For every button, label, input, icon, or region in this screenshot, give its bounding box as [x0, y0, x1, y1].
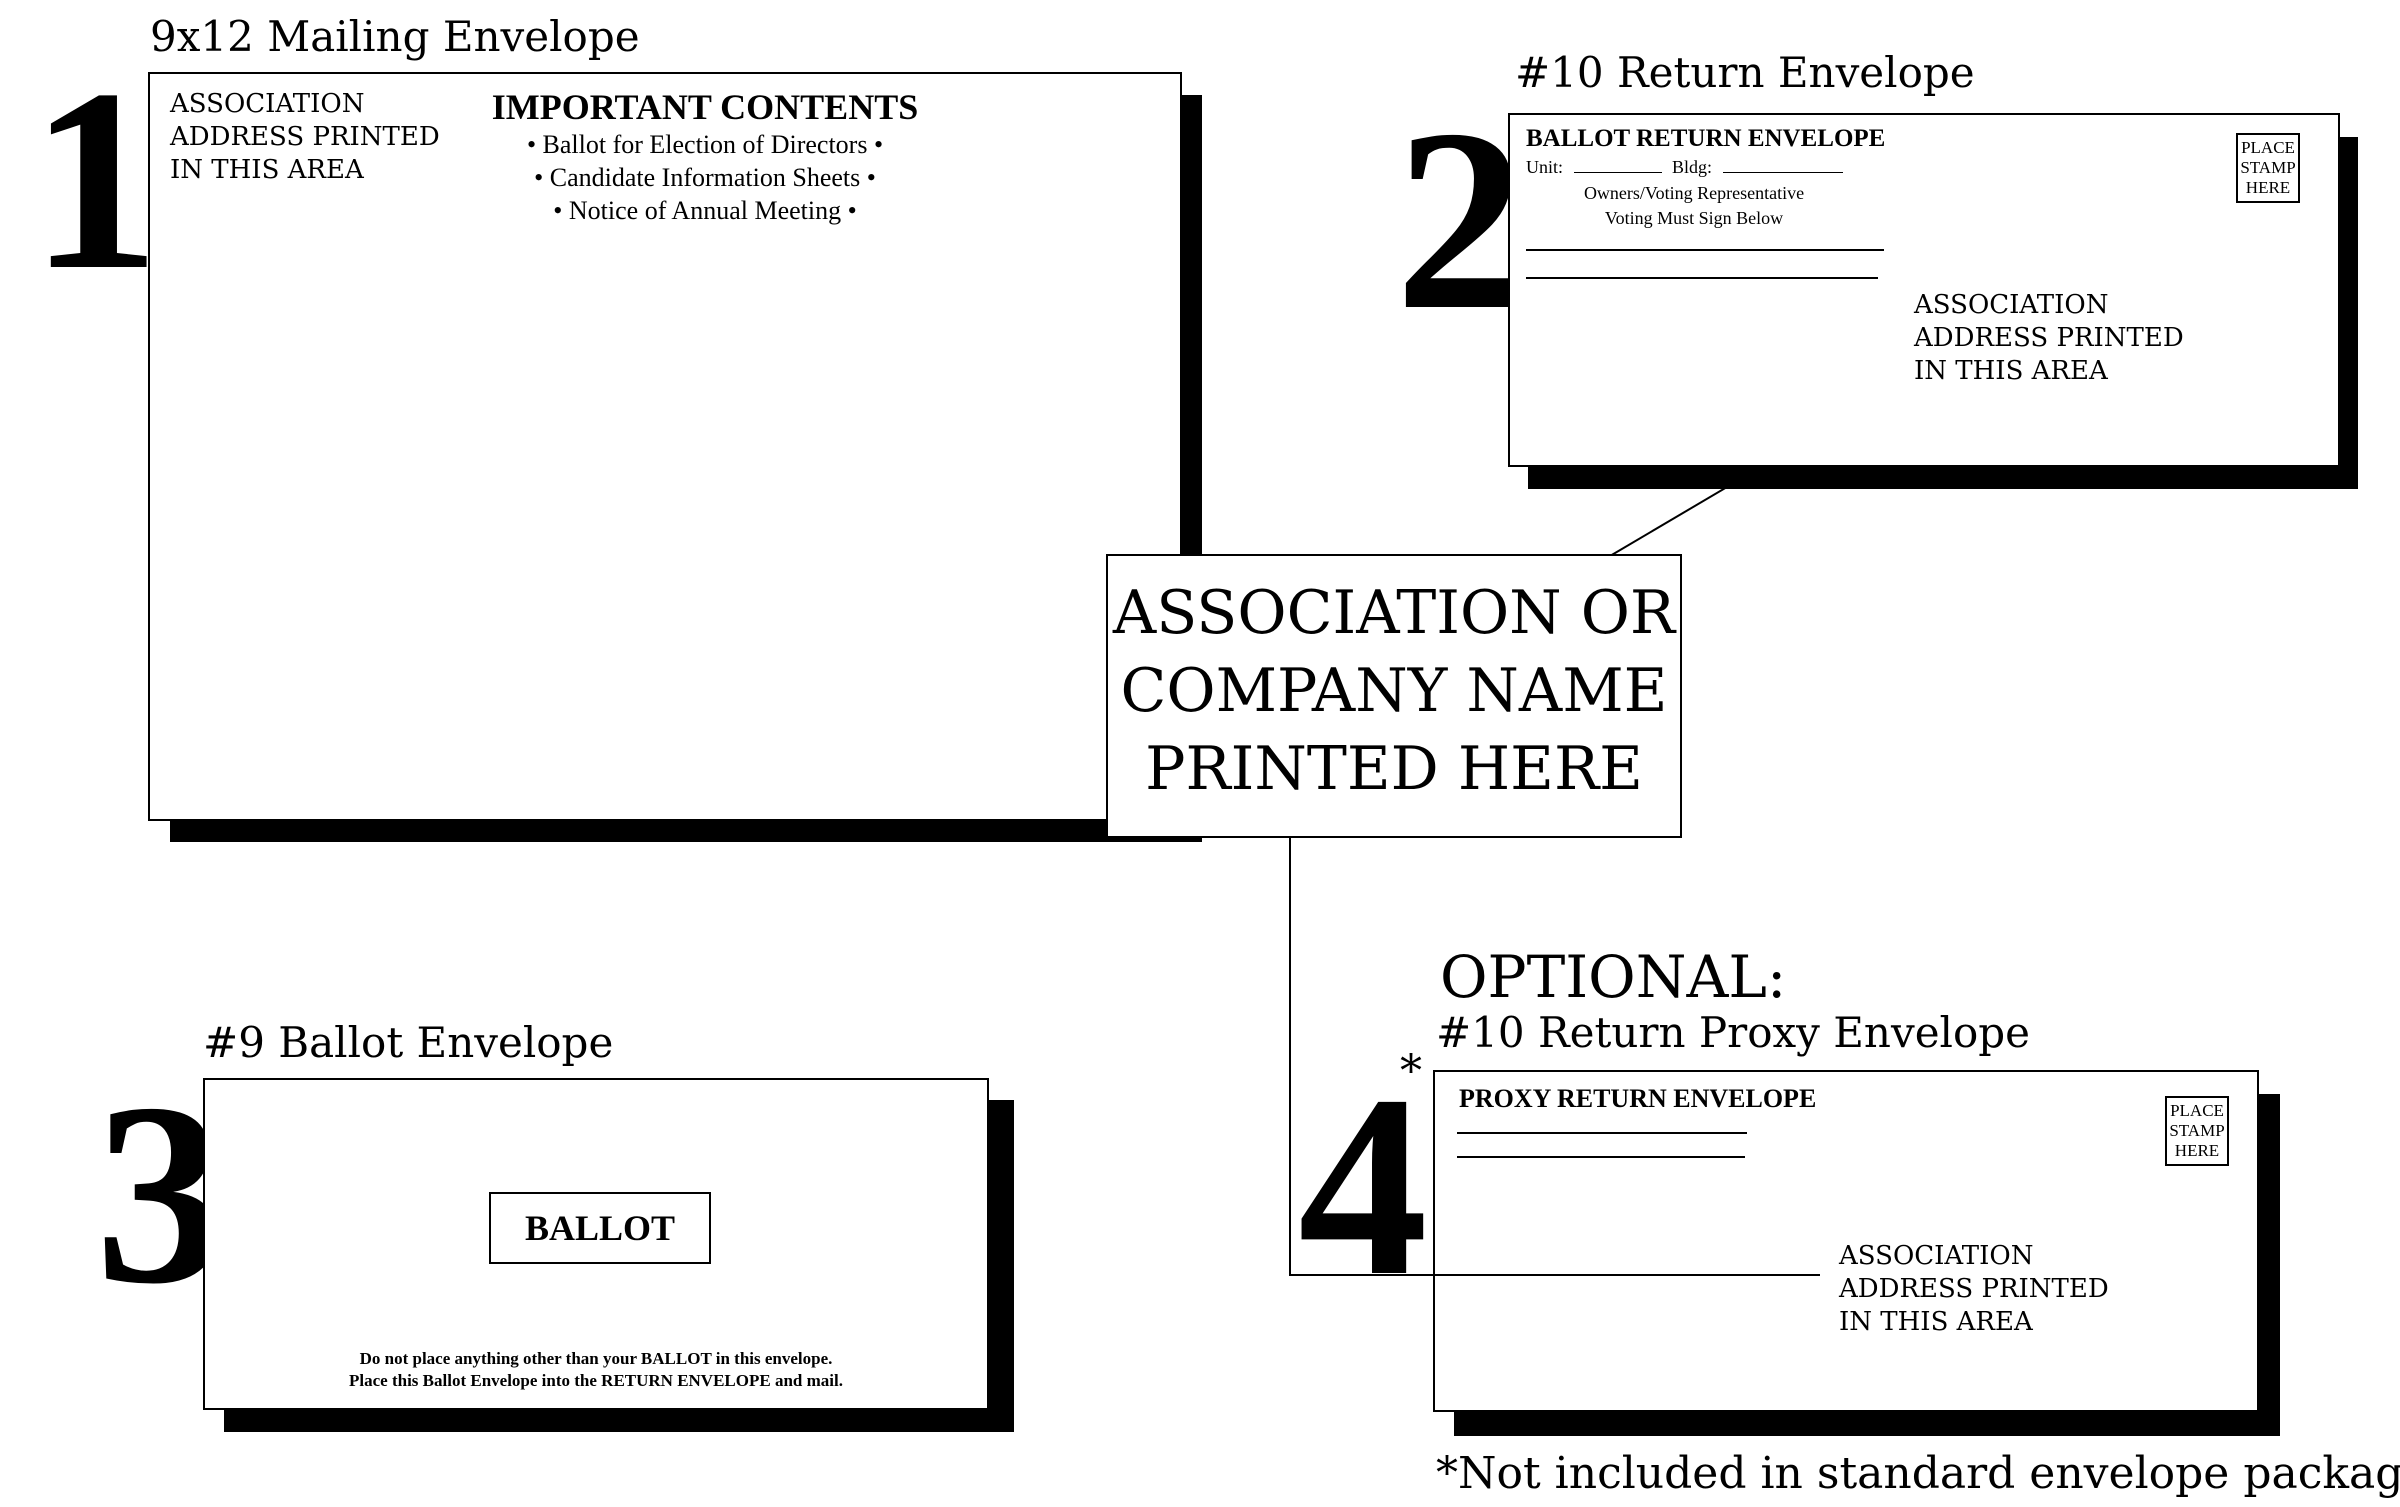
contents-item: • Ballot for Election of Directors • [526, 130, 884, 159]
env3-envelope: BALLOT Do not place anything other than … [203, 1078, 989, 1410]
env4-number: 4 [1298, 1042, 1428, 1330]
signature-line [1526, 277, 1878, 279]
optional-label: OPTIONAL: [1440, 943, 1787, 1011]
env2-heading: BALLOT RETURN ENVELOPE [1526, 125, 1886, 152]
env4-asterisk: * [1400, 1046, 1422, 1097]
env4-heading: PROXY RETURN ENVELOPE [1459, 1084, 1817, 1113]
footnote: *Not included in standard envelope packa… [1436, 1448, 2400, 1499]
env1-title: 9x12 Mailing Envelope [150, 12, 640, 61]
env3-title: #9 Ballot Envelope [203, 1018, 614, 1067]
env1-number: 1 [30, 36, 160, 324]
address-line: IN THIS AREA [1914, 356, 2108, 386]
stamp-box: PLACE STAMP HERE [2236, 133, 2300, 203]
env3-instructions: Do not place anything other than your BA… [205, 1348, 987, 1392]
contents-heading: IMPORTANT CONTENTS [491, 87, 919, 127]
sign-line: Owners/Voting Representative [1583, 183, 1805, 203]
sign-line: Voting Must Sign Below [1604, 208, 1784, 228]
ballot-box: BALLOT [489, 1192, 711, 1264]
env1-contents: IMPORTANT CONTENTS • Ballot for Election… [460, 86, 950, 227]
company-name-line: PRINTED HERE [1145, 734, 1643, 804]
env4-envelope: PROXY RETURN ENVELOPE PLACE STAMP HERE A… [1433, 1070, 2259, 1412]
address-line: ADDRESS PRINTED [1914, 323, 2184, 353]
address-line: ASSOCIATION [1914, 290, 2109, 320]
env2-unit-bldg: Unit: Bldg: [1526, 157, 1843, 178]
company-name-line: ASSOCIATION OR [1112, 578, 1676, 648]
address-line: IN THIS AREA [1839, 1307, 2033, 1337]
env4-address-area: ASSOCIATION ADDRESS PRINTED IN THIS AREA [1839, 1240, 2109, 1339]
signature-line [1457, 1156, 1745, 1158]
stamp-box: PLACE STAMP HERE [2165, 1096, 2229, 1166]
instruction-line: Do not place anything other than your BA… [359, 1349, 833, 1368]
address-line: ASSOCIATION [1839, 1241, 2034, 1271]
env2-envelope: BALLOT RETURN ENVELOPE Unit: Bldg: Owner… [1508, 113, 2340, 467]
env2-address-area: ASSOCIATION ADDRESS PRINTED IN THIS AREA [1914, 289, 2184, 388]
signature-line [1526, 249, 1884, 251]
address-line: ASSOCIATION [170, 89, 365, 119]
bldg-label: Bldg: [1672, 157, 1713, 177]
signature-line [1457, 1132, 1747, 1134]
company-name-label: ASSOCIATION OR COMPANY NAME PRINTED HERE [1106, 554, 1682, 838]
address-line: ADDRESS PRINTED [1839, 1274, 2109, 1304]
company-name-line: COMPANY NAME [1120, 656, 1668, 726]
contents-item: • Notice of Annual Meeting • [553, 196, 857, 225]
env1-envelope: ASSOCIATION ADDRESS PRINTED IN THIS AREA… [148, 72, 1182, 821]
address-line: ADDRESS PRINTED [170, 122, 440, 152]
env2-sign-instructions: Owners/Voting Representative Voting Must… [1526, 181, 1862, 231]
instruction-line: Place this Ballot Envelope into the RETU… [349, 1371, 843, 1390]
env2-number: 2 [1395, 76, 1525, 364]
address-line: IN THIS AREA [170, 155, 364, 185]
env2-title: #10 Return Envelope [1515, 48, 1975, 97]
env1-address-area: ASSOCIATION ADDRESS PRINTED IN THIS AREA [170, 88, 440, 187]
unit-label: Unit: [1526, 157, 1564, 177]
contents-item: • Candidate Information Sheets • [534, 163, 876, 192]
env4-title: #10 Return Proxy Envelope [1436, 1008, 2031, 1057]
